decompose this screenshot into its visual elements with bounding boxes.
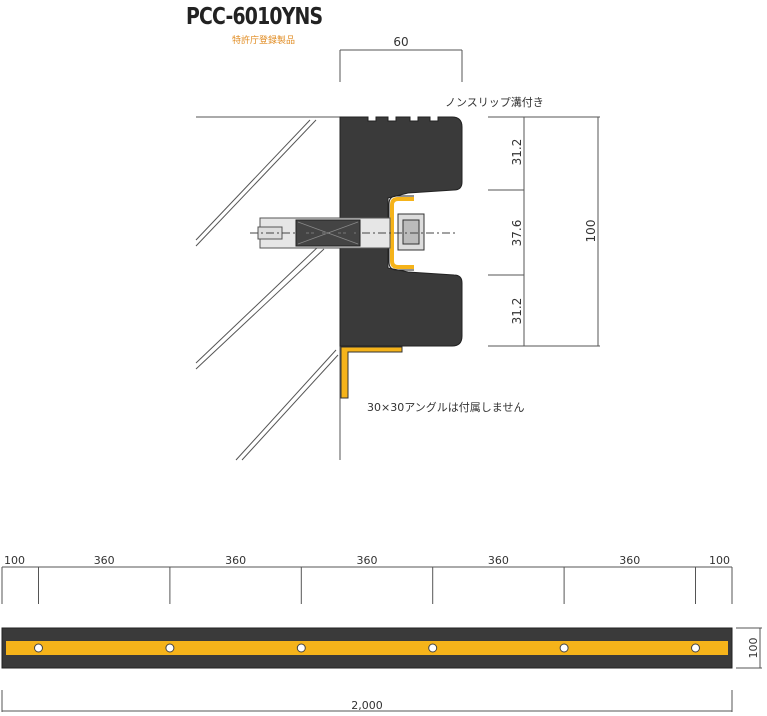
rubber-body — [339, 116, 463, 347]
plan-seg-labels: 100 360 360 360 360 360 100 — [4, 554, 730, 567]
anchor-hole — [165, 643, 175, 653]
angle-30x30 — [340, 346, 403, 399]
anchor-hole — [34, 643, 43, 653]
plan-seg-label: 360 — [225, 554, 246, 567]
plan-seg-label: 360 — [357, 554, 378, 567]
plan-view: 100 360 360 360 360 360 100 100 2,000 — [1, 554, 762, 712]
dim-total-height: 100 — [584, 220, 598, 243]
plan-seg-label: 360 — [94, 554, 115, 567]
plan-total-label: 2,000 — [351, 699, 383, 712]
anchor-hole — [428, 643, 438, 653]
patent-label: 特許庁登録製品 — [232, 36, 296, 46]
steel-channel — [390, 197, 414, 269]
plan-seg-label: 360 — [619, 554, 640, 567]
plan-yellow-strip — [6, 641, 728, 655]
dim-width-label: 60 — [393, 35, 408, 49]
dim-seg-mid: 37.6 — [510, 220, 524, 247]
section-view: 60 31.2 37.6 31.2 100 ノンスリップ溝付き 30×30アング… — [195, 35, 600, 461]
plan-total-dim — [1, 690, 733, 712]
plan-height-dim — [736, 627, 762, 669]
note-nonslip: ノンスリップ溝付き — [445, 96, 544, 109]
plan-seg-label: 100 — [709, 554, 730, 567]
plan-height-label: 100 — [747, 638, 760, 659]
concrete-hatch — [195, 116, 341, 461]
anchor-hole — [296, 643, 306, 653]
dim-height-lines — [488, 116, 600, 347]
plan-seg-label: 100 — [4, 554, 25, 567]
anchor-bolt — [250, 213, 455, 251]
dim-seg-top: 31.2 — [510, 139, 524, 166]
dim-width — [339, 49, 463, 82]
anchor-hole — [559, 643, 569, 653]
note-angle: 30×30アングルは付属しません — [367, 400, 524, 414]
plan-holes — [34, 643, 700, 653]
product-title: PCC-6010YNS — [186, 4, 323, 30]
dim-seg-bot: 31.2 — [510, 298, 524, 325]
plan-seg-label: 360 — [488, 554, 509, 567]
plan-dim-lines — [1, 566, 733, 604]
anchor-hole — [691, 643, 700, 653]
